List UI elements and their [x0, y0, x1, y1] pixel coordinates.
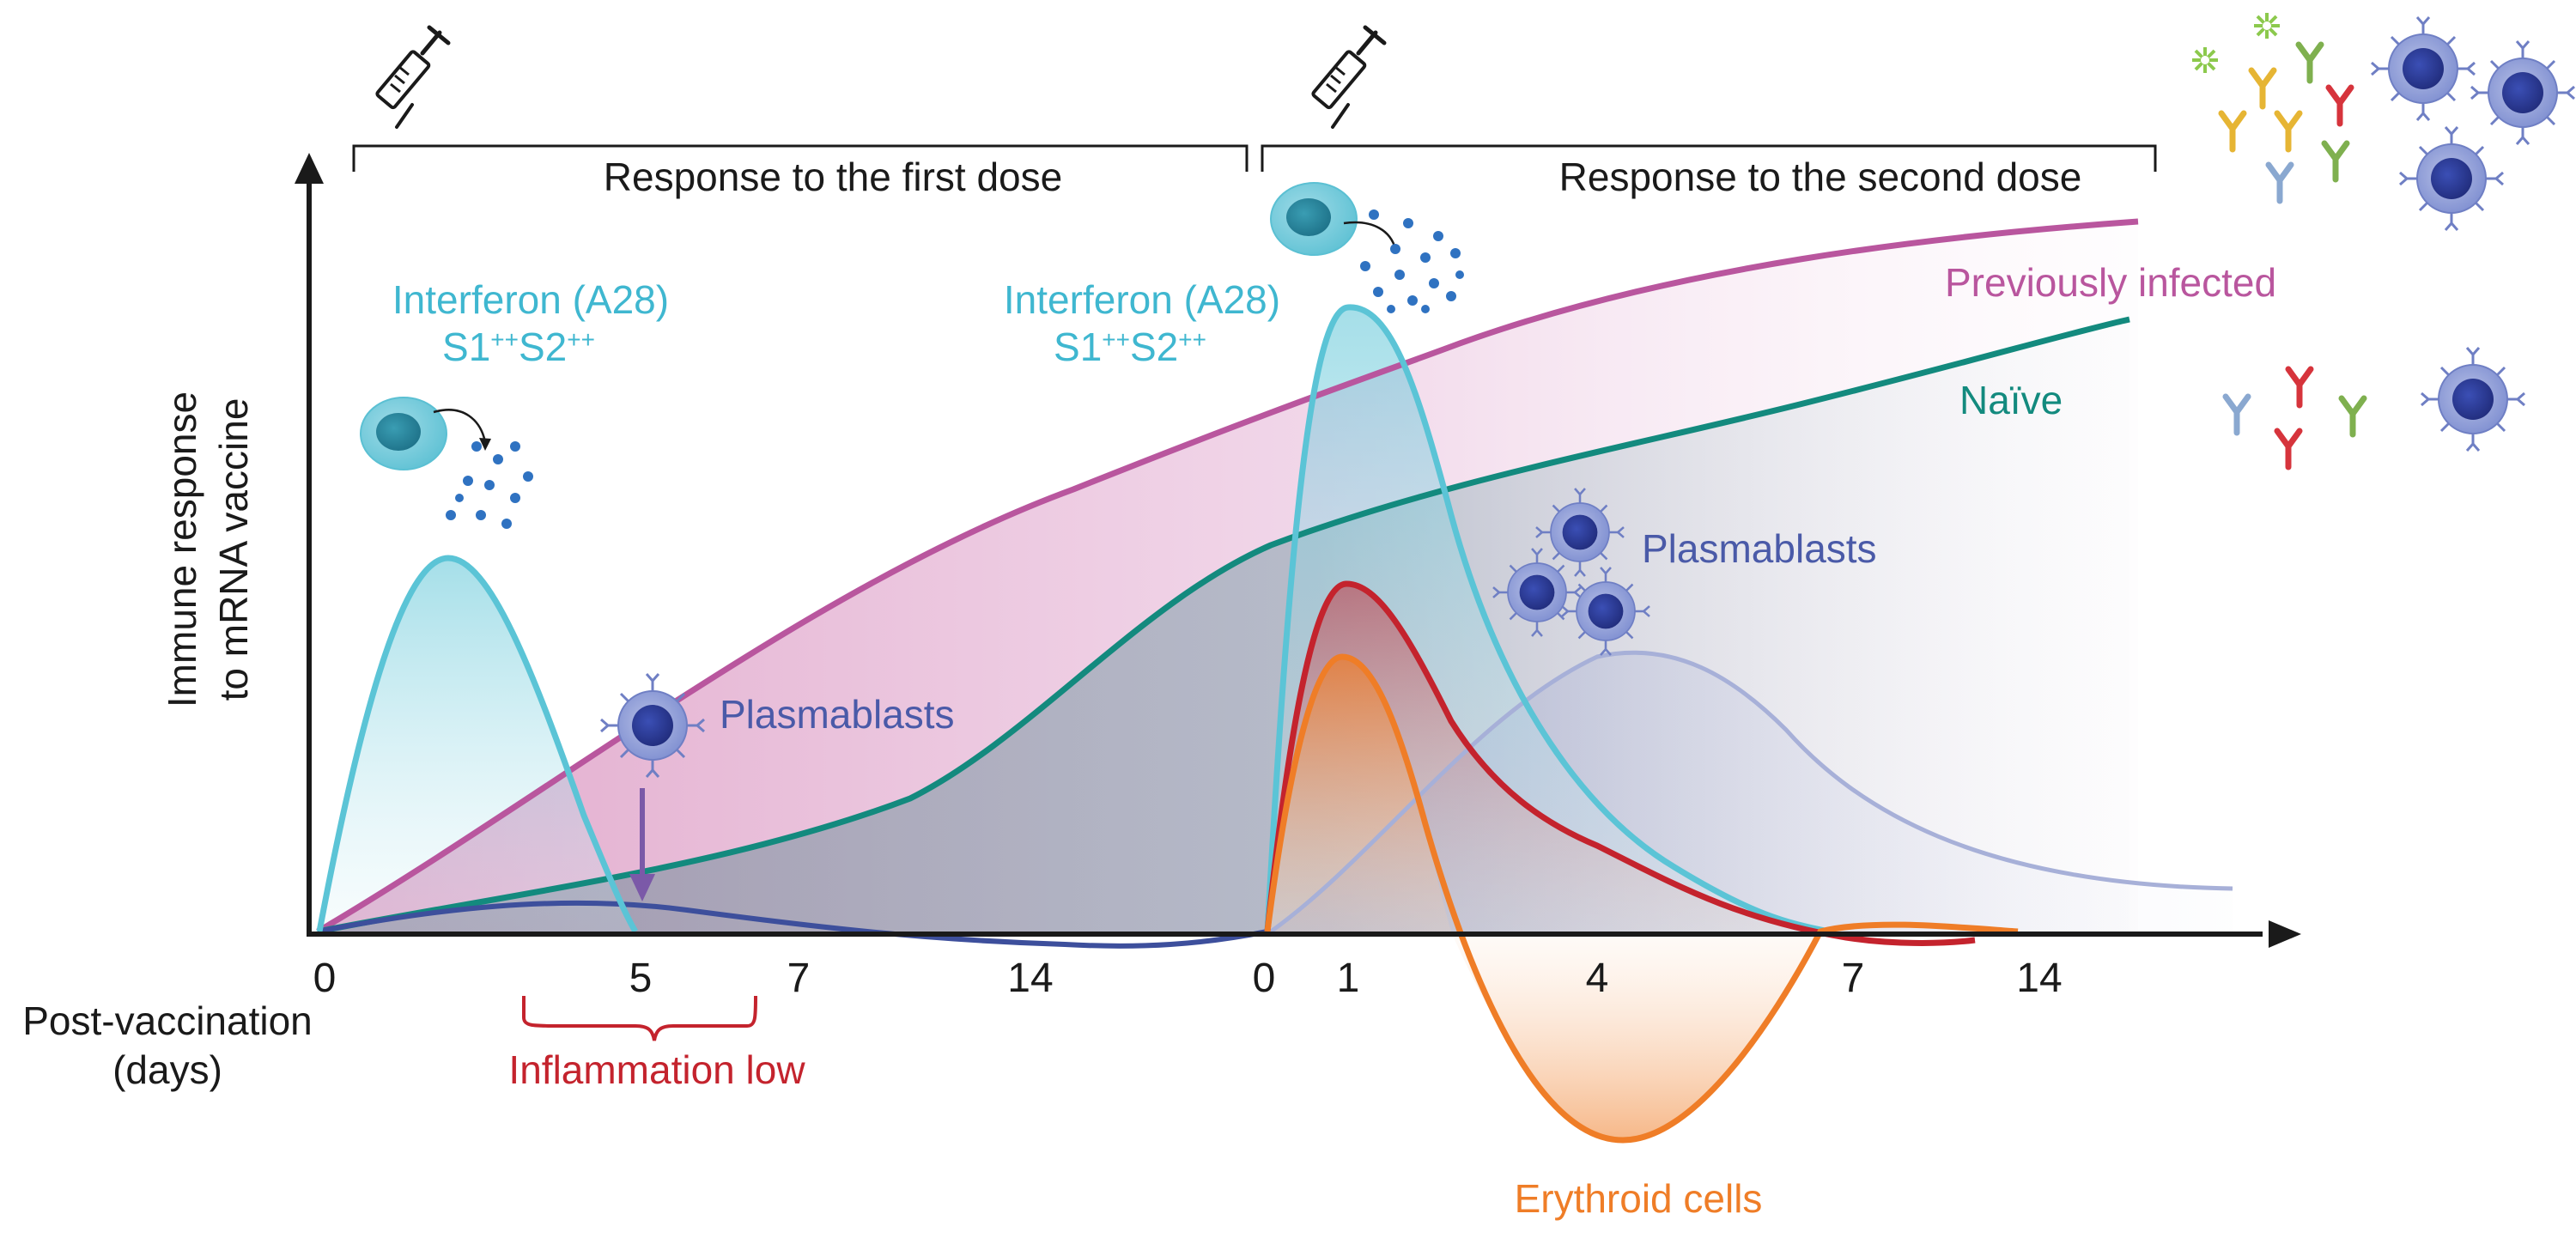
plasmablast-cell-icon: [2398, 125, 2505, 232]
second-dose-header: Response to the second dose: [1559, 155, 2082, 199]
antibody-icon: [2342, 398, 2364, 434]
naive-antibody-cluster: [2226, 346, 2526, 467]
plasmablast-cell-icon: [2470, 39, 2576, 146]
syringe-icon-second-dose: [1312, 27, 1384, 127]
plasmablasts-second-dose-label: Plasmablasts: [1642, 526, 1877, 571]
erythroid-curve: [1264, 653, 2019, 1144]
antibody-icon: [2269, 165, 2291, 201]
interferon-second-dose-subtype-label: S1++S2++: [1054, 325, 1206, 369]
erythroid-down-area: [1451, 932, 1820, 1140]
tick-day-0-second: 0: [1253, 956, 1276, 1001]
previously-infected-antibody-cluster: [2190, 11, 2576, 232]
tick-day-4: 4: [1586, 956, 1609, 1001]
first-dose-header: Response to the first dose: [604, 155, 1062, 199]
plasmablast-cell-icon: [2420, 346, 2526, 452]
tick-day-14-second: 14: [2016, 956, 2062, 1001]
erythroid-up-area: [1267, 657, 1451, 932]
antibody-icon: [2277, 431, 2300, 467]
plasmablasts-first-dose-label: Plasmablasts: [720, 692, 955, 737]
previously-infected-label: Previously infected: [1945, 260, 2276, 305]
plasmablast-arrowhead-first-dose: [629, 874, 655, 901]
antibody-icon: [2329, 88, 2351, 124]
inflammation-low-label: Inflammation low: [508, 1047, 805, 1092]
y-axis-arrow: [295, 153, 324, 184]
x-axis-arrow: [2269, 920, 2301, 948]
interferon-particle-icon-first-dose: [446, 441, 533, 529]
secreting-cell-icon-second-dose: [1270, 182, 1358, 256]
antibody-icon: [2221, 113, 2244, 149]
tick-day-5: 5: [629, 956, 653, 1001]
naive-curve: [317, 316, 2130, 935]
interferon-particle-icon-second-dose: [1360, 209, 1464, 313]
plasmablast-cell-icon: [2370, 15, 2476, 122]
tick-day-1: 1: [1337, 956, 1360, 1001]
interferon-first-dose-curve: [316, 555, 639, 933]
antibody-icon: [2288, 369, 2311, 405]
x-axis-label-line2: (days): [112, 1047, 222, 1092]
tick-day-14-first: 14: [1007, 956, 1053, 1001]
tick-day-7-second: 7: [1842, 956, 1865, 1001]
first-dose-bracket: [352, 144, 1249, 172]
tick-day-0-first: 0: [313, 956, 337, 1001]
antibody-icon: [2226, 397, 2248, 433]
x-axis-label-line1: Post-vaccination: [22, 998, 313, 1043]
interferon-star-icon: [2252, 11, 2281, 40]
second-dose-bracket: [1261, 144, 2157, 172]
secretion-arrow-icon-first-dose: [433, 409, 487, 443]
plasmablast-first-dose-curve: [317, 900, 1268, 949]
y-axis-label-line1: Immune response: [160, 391, 204, 707]
tick-day-7-first: 7: [787, 956, 811, 1001]
interferon-first-dose-subtype-label: S1++S2++: [442, 325, 595, 369]
y-axis-label-line2: to mRNA vaccine: [211, 398, 256, 701]
antibody-icon: [2277, 113, 2300, 149]
antibody-icon: [2251, 70, 2274, 106]
interferon-first-dose-label: Interferon (A28): [392, 277, 669, 322]
secreting-cell-icon-first-dose: [360, 397, 447, 470]
interferon-star-icon: [2190, 46, 2220, 75]
inflammation-low-bracket: [522, 995, 757, 1041]
syringe-icon-first-dose: [376, 27, 448, 127]
interferon-first-dose-area: [319, 558, 635, 932]
secretion-arrowhead-icon-first-dose: [479, 438, 491, 451]
erythroid-cells-label: Erythroid cells: [1515, 1176, 1763, 1221]
interferon-second-dose-curve: [1264, 304, 1830, 935]
antibody-icon: [2299, 45, 2321, 81]
antibody-icon: [2324, 143, 2347, 179]
naive-label: Naïve: [1959, 378, 2063, 422]
interferon-second-dose-label: Interferon (A28): [1004, 277, 1280, 322]
inflammation-curve: [1264, 580, 1976, 946]
